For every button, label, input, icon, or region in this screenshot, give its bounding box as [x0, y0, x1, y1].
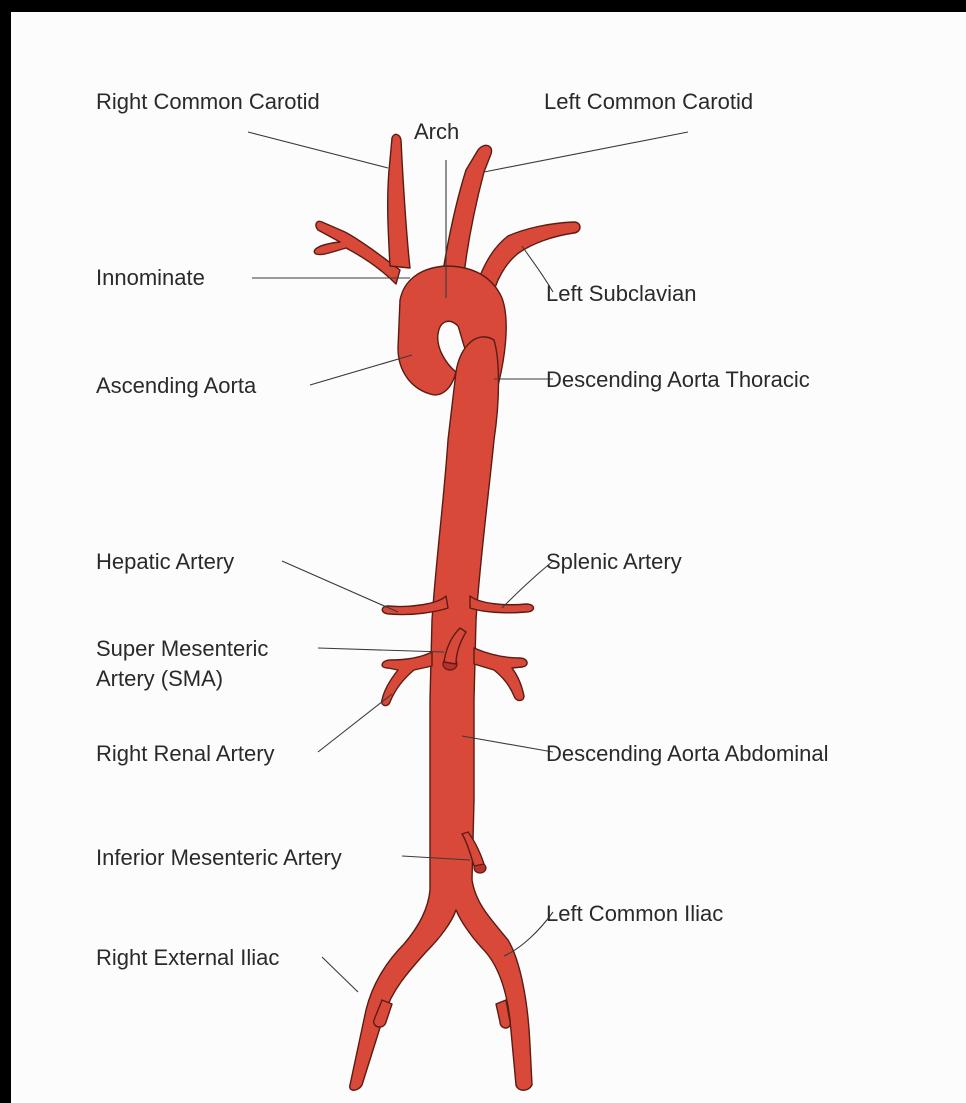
label-right-renal-artery: Right Renal Artery — [96, 740, 275, 768]
label-sma-line2: Artery (SMA) — [96, 665, 223, 693]
leader-right-common-carotid — [248, 132, 388, 168]
label-descending-aorta-abdominal: Descending Aorta Abdominal — [546, 740, 829, 768]
label-splenic-artery: Splenic Artery — [546, 548, 682, 576]
label-ascending-aorta: Ascending Aorta — [96, 372, 256, 400]
right-subclavian-branch — [314, 221, 400, 284]
label-hepatic-artery: Hepatic Artery — [96, 548, 234, 576]
label-left-common-iliac: Left Common Iliac — [546, 900, 723, 928]
leader-ascending-aorta — [310, 355, 412, 385]
diagram-canvas: Right Common Carotid Left Common Carotid… — [11, 12, 966, 1103]
leader-left-common-carotid — [484, 132, 688, 172]
label-right-external-iliac: Right External Iliac — [96, 944, 279, 972]
right-common-carotid-vessel — [388, 134, 410, 268]
label-descending-aorta-thoracic: Descending Aorta Thoracic — [546, 366, 810, 394]
label-inferior-mesenteric-artery: Inferior Mesenteric Artery — [96, 844, 342, 872]
leader-right-external-iliac — [322, 957, 358, 992]
descending-aorta-vessel — [350, 337, 532, 1090]
leader-sma — [318, 648, 444, 652]
label-sma-line1: Super Mesenteric — [96, 635, 268, 663]
label-right-common-carotid: Right Common Carotid — [96, 88, 320, 116]
right-renal-vessel — [382, 652, 432, 706]
leader-hepatic — [282, 561, 398, 612]
label-innominate: Innominate — [96, 264, 205, 292]
left-renal-vessel — [474, 648, 527, 701]
label-left-subclavian: Left Subclavian — [546, 280, 696, 308]
leader-descending-abdominal — [462, 736, 553, 752]
label-arch: Arch — [414, 118, 459, 146]
label-left-common-carotid: Left Common Carotid — [544, 88, 753, 116]
leader-right-renal — [318, 694, 392, 752]
